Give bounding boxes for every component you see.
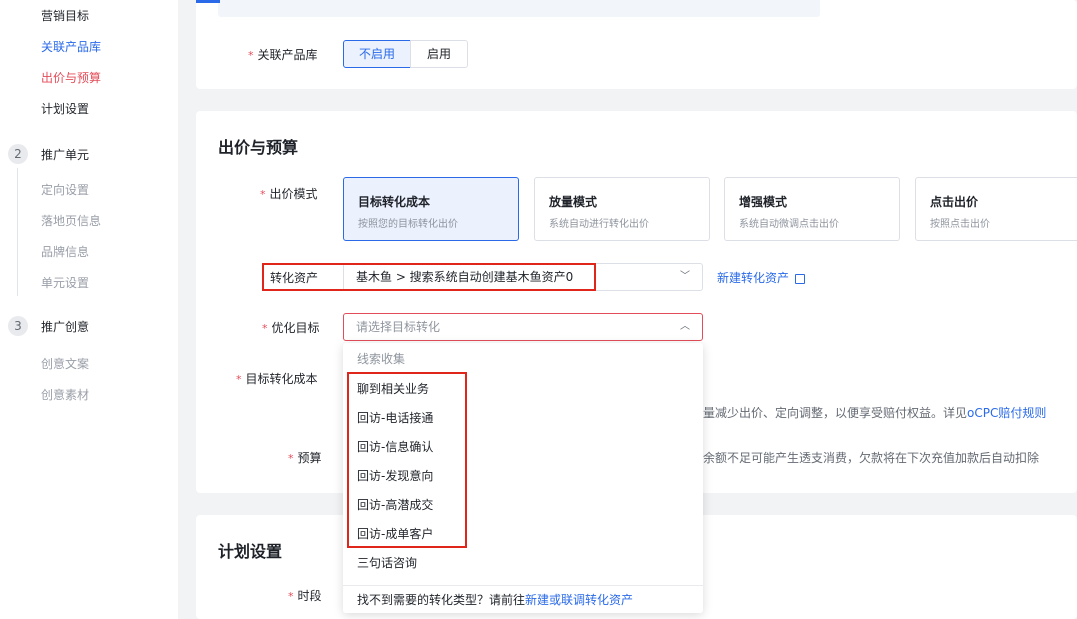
bid-mode-desc: 按照您的目标转化出价 <box>358 219 458 230</box>
optimize-target-placeholder: 请选择目标转化 <box>356 320 441 334</box>
target-cost-hint: 量减少出价、定向调整，以便享受赔付权益。详见oCPC赔付规则 <box>703 406 1047 420</box>
bid-mode-desc: 按照点击出价 <box>930 219 990 230</box>
bid-mode-enhanced[interactable]: 增强模式 系统自动微调点击出价 <box>724 177 900 241</box>
new-or-debug-asset-link[interactable]: 新建或联调转化资产 <box>525 593 634 607</box>
info-banner <box>218 0 820 17</box>
conversion-asset-label: 转化资产 <box>270 271 319 285</box>
budget-label: *预算 <box>288 451 322 465</box>
product-lib-card <box>196 0 1077 89</box>
conversion-asset-value: 基木鱼 > 搜索系统自动创建基木鱼资产0 <box>356 270 574 284</box>
dropdown-option[interactable]: 三句话咨询 <box>357 556 418 570</box>
bid-mode-title: 目标转化成本 <box>358 195 431 209</box>
ocpc-rules-link[interactable]: oCPC赔付规则 <box>967 406 1047 420</box>
step-connector <box>17 168 18 296</box>
time-slot-label: *时段 <box>288 589 322 603</box>
bid-mode-desc: 系统自动进行转化出价 <box>549 219 649 230</box>
bid-mode-target-cost[interactable]: 目标转化成本 按照您的目标转化出价 <box>343 177 519 241</box>
target-cost-label: *目标转化成本 <box>236 372 318 386</box>
dropdown-option[interactable]: 回访-成单客户 <box>357 527 434 541</box>
sidebar-item-plan-settings[interactable]: 计划设置 <box>41 102 90 116</box>
chevron-down-icon: ﹀ <box>680 271 690 282</box>
bid-mode-desc: 系统自动微调点击出价 <box>739 219 839 230</box>
bid-mode-click[interactable]: 点击出价 按照点击出价 <box>915 177 1077 241</box>
sidebar-item-bid-budget[interactable]: 出价与预算 <box>41 71 102 85</box>
product-lib-off-option[interactable]: 不启用 <box>343 40 411 68</box>
dropdown-option[interactable]: 回访-信息确认 <box>357 440 434 454</box>
sidebar: 营销目标 关联产品库 出价与预算 计划设置 2 推广单元 定向设置 落地页信息 … <box>0 0 178 619</box>
new-asset-link[interactable]: 新建转化资产 <box>717 269 805 286</box>
sidebar-item-marketing-goal[interactable]: 营销目标 <box>41 9 90 23</box>
optimize-target-select[interactable]: 请选择目标转化 ︿ <box>343 313 703 341</box>
dropdown-option[interactable]: 聊到相关业务 <box>357 382 430 396</box>
sidebar-item-product-lib[interactable]: 关联产品库 <box>41 40 102 54</box>
bid-section-title: 出价与预算 <box>218 138 299 157</box>
chevron-up-icon: ︿ <box>680 321 690 332</box>
sidebar-item-creative-text[interactable]: 创意文案 <box>41 357 90 371</box>
bid-mode-volume[interactable]: 放量模式 系统自动进行转化出价 <box>534 177 710 241</box>
dropdown-group-label: 线索收集 <box>357 352 406 366</box>
dropdown-option[interactable]: 回访-电话接通 <box>357 411 434 425</box>
bid-mode-title: 放量模式 <box>549 195 598 209</box>
annotation-box-asset <box>262 263 596 291</box>
product-lib-label: *关联产品库 <box>248 48 318 62</box>
scroll-marker <box>196 0 220 3</box>
step-number-3: 3 <box>8 316 28 336</box>
sidebar-item-unit-settings[interactable]: 单元设置 <box>41 276 90 290</box>
plan-section-title: 计划设置 <box>218 542 283 561</box>
product-lib-on-option[interactable]: 启用 <box>410 40 468 68</box>
bid-mode-label: *出价模式 <box>260 187 318 201</box>
dropdown-footer: 找不到需要的转化类型？请前往新建或联调转化资产 <box>343 585 703 613</box>
sidebar-item-landing-page[interactable]: 落地页信息 <box>41 214 102 228</box>
external-link-icon <box>794 273 805 284</box>
bid-mode-title: 增强模式 <box>739 195 788 209</box>
optimize-target-label: *优化目标 <box>262 321 320 335</box>
sidebar-item-creative-material[interactable]: 创意素材 <box>41 388 90 402</box>
step-label-unit[interactable]: 推广单元 <box>41 148 90 162</box>
dropdown-option[interactable]: 回访-发现意向 <box>357 469 434 483</box>
step-label-creative[interactable]: 推广创意 <box>41 320 90 334</box>
budget-hint: 余额不足可能产生透支消费，欠款将在下次充值加款后自动扣除 <box>703 451 1040 465</box>
sidebar-item-brand-info[interactable]: 品牌信息 <box>41 245 90 259</box>
annotation-box-options <box>347 372 467 548</box>
dropdown-option[interactable]: 回访-高潜成交 <box>357 498 434 512</box>
step-number-2: 2 <box>8 144 28 164</box>
dropdown-footer-text: 找不到需要的转化类型？请前往 <box>357 593 526 607</box>
optimize-target-dropdown: 线索收集 聊到相关业务 回访-电话接通 回访-信息确认 回访-发现意向 回访-高… <box>343 343 703 613</box>
bid-mode-title: 点击出价 <box>930 195 979 209</box>
sidebar-item-targeting[interactable]: 定向设置 <box>41 183 90 197</box>
